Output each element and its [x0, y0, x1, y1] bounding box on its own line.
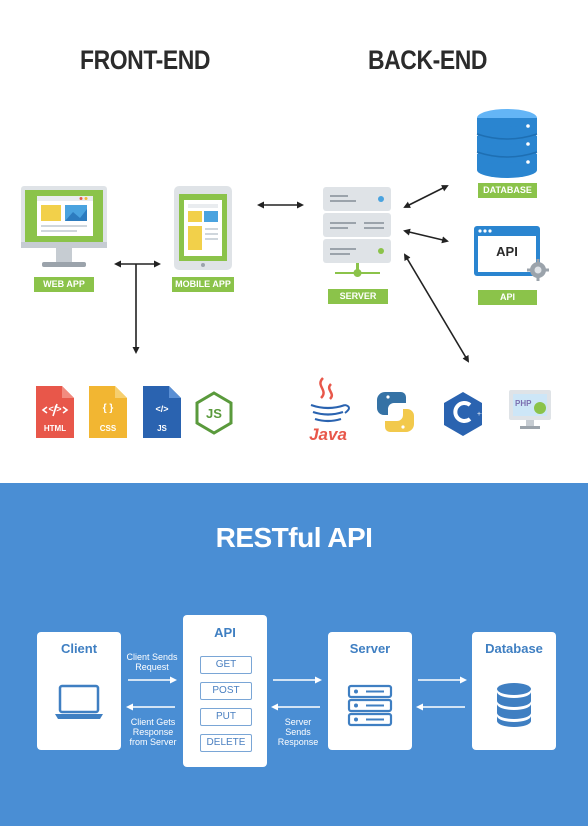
php-label: PHP	[515, 399, 532, 408]
database-stack-icon	[497, 683, 531, 727]
api-card: API GET POST PUT DELETE	[183, 615, 267, 767]
js-tag-glyph: </>	[155, 404, 169, 414]
server-label: SERVER	[328, 289, 388, 304]
connection-arrows	[114, 185, 470, 363]
method-delete: DELETE	[200, 734, 252, 752]
java-label: Java	[309, 425, 347, 444]
api-window-icon	[474, 226, 549, 281]
architecture-diagram: JS ++	[21, 109, 551, 438]
back-end-heading: BACK-END	[368, 45, 487, 75]
css-braces-glyph: { }	[102, 403, 114, 414]
database-card: Database	[472, 632, 556, 750]
client-gets-note: Client Gets Response from Server	[129, 717, 177, 747]
js-file-icon	[143, 386, 181, 438]
method-post: POST	[200, 682, 252, 700]
api-label: API	[478, 290, 537, 305]
css-label: CSS	[99, 424, 117, 433]
nodejs-icon: JS	[195, 391, 233, 435]
method-get: GET	[200, 656, 252, 674]
php-icon	[509, 390, 551, 429]
database-label: DATABASE	[478, 183, 537, 198]
laptop-icon	[55, 684, 103, 719]
api-window-text: API	[496, 244, 518, 259]
java-icon	[310, 377, 350, 423]
html-file-icon	[36, 386, 74, 438]
css-file-icon	[89, 386, 127, 438]
js-label: JS	[157, 424, 167, 433]
client-card: Client	[37, 632, 121, 750]
web-app-label: WEB APP	[34, 277, 94, 292]
server-title: Server	[349, 641, 391, 656]
html-tag-glyph: </>	[48, 404, 62, 414]
monitor-icon	[21, 186, 107, 267]
python-icon	[377, 392, 414, 432]
front-end-heading: FRONT-END	[80, 45, 211, 75]
database-icon	[476, 109, 538, 178]
server-stack-icon	[347, 684, 393, 727]
server-icon	[323, 187, 391, 277]
mobile-app-label: MOBILE APP	[172, 277, 234, 292]
html-label: HTML	[43, 424, 67, 433]
server-sends-note: Server Sends Response	[277, 717, 319, 747]
client-title: Client	[60, 641, 98, 656]
api-title: API	[214, 625, 236, 640]
database-title: Database	[485, 641, 543, 656]
svg-text:++: ++	[477, 411, 485, 418]
server-card: Server	[328, 632, 412, 750]
c-sharp-icon: ++	[444, 392, 485, 436]
method-put: PUT	[200, 708, 252, 726]
client-sends-note: Client Sends Request	[126, 652, 178, 672]
restful-title: RESTful API	[215, 522, 373, 553]
tablet-icon	[174, 186, 232, 270]
svg-text:JS: JS	[206, 406, 222, 421]
